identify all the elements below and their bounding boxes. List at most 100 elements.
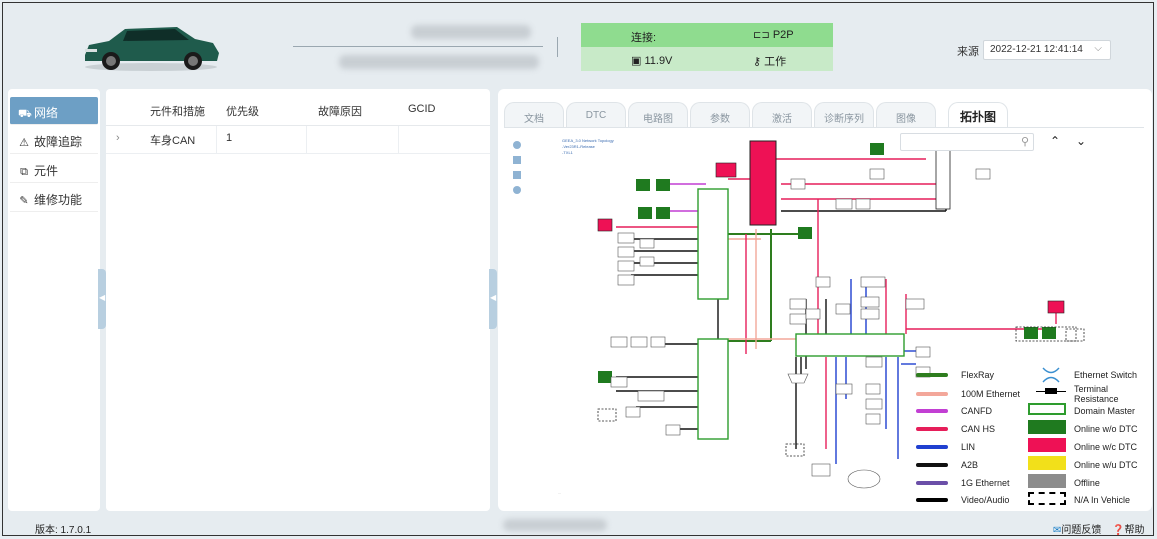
col-header-priority[interactable]: 优先级 — [226, 106, 259, 118]
legend-label: A2B — [961, 460, 979, 470]
p2p-indicator: ⊏⊐ P2P — [753, 29, 794, 41]
sidebar-item-network[interactable]: ⛟网络 — [10, 97, 98, 125]
legend-swatch-na-in-vehicle — [1028, 492, 1066, 505]
col-header-component[interactable]: 元件和措施 — [150, 106, 205, 118]
row-divider — [106, 153, 490, 154]
terminal-resistance-icon — [1045, 388, 1057, 394]
detail-panel: 文档 DTC 电路图 参数 激活 诊断序列 图像 拓扑图 GEEA_3.0 Ne… — [498, 89, 1152, 511]
help-link[interactable]: ❓帮助 — [1112, 525, 1145, 536]
tab-baseline — [504, 127, 1144, 128]
legend-label: Domain Master — [1074, 406, 1136, 416]
legend-swatch-domain-master — [1028, 403, 1066, 415]
vin-blurred — [411, 25, 531, 39]
sidebar: ⛟网络 ⚠故障追踪 ⧉元件 ✎维修功能 — [8, 89, 100, 511]
connection-label: 连接: — [631, 32, 657, 44]
ecu-online-no-dtc — [656, 179, 670, 191]
tab-parameters[interactable]: 参数 — [690, 102, 750, 128]
domain-master — [697, 188, 729, 300]
topology-title-1: GEEA_3.0 Network Topology — [562, 138, 614, 143]
fault-table-panel: 元件和措施 优先级 故障原因 GCID › 车身CAN 1 — [106, 89, 490, 511]
chevron-up-icon[interactable]: ⌃ — [1050, 134, 1061, 148]
tab-dtc[interactable]: DTC — [566, 102, 626, 128]
model-blurred — [339, 55, 539, 69]
col-divider — [306, 126, 307, 154]
legend-swatch-flexray — [916, 373, 948, 377]
feedback-icon: ✉ — [1053, 525, 1062, 536]
tab-circuit[interactable]: 电路图 — [628, 102, 688, 128]
header: 连接: ⊏⊐ P2P ▣ 11.9V ⚷ 工作 来源 2022-12-21 12… — [3, 3, 1155, 87]
legend-swatch-offline — [1028, 474, 1066, 488]
legend-swatch-online-no-dtc — [1028, 420, 1066, 434]
ecu-online-no-dtc — [798, 227, 812, 239]
ecu-online-with-dtc — [1047, 300, 1065, 314]
ecu-online-no-dtc — [1042, 327, 1056, 339]
ecu-online-with-dtc — [715, 162, 737, 178]
battery-icon: ▣ — [631, 55, 642, 67]
ethernet-switch-icon — [1042, 367, 1060, 383]
ecu-online-no-dtc — [636, 179, 650, 191]
col-divider — [398, 126, 399, 154]
ecu-online-no-dtc — [1024, 327, 1038, 339]
table-header-divider — [106, 125, 490, 126]
legend-swatch-online-unknown — [1028, 456, 1066, 470]
expand-row-icon[interactable]: › — [116, 132, 120, 144]
source-select[interactable]: 2022-12-21 12:41:14 ⌵ — [983, 40, 1111, 60]
legend-swatch-can-hs — [916, 427, 948, 431]
col-divider — [216, 126, 217, 154]
topology-title-3: -TXL1 — [562, 150, 574, 155]
sidebar-item-components[interactable]: ⧉元件 — [10, 155, 98, 183]
legend-label: CANFD — [961, 406, 992, 416]
vehicle-image — [85, 27, 219, 71]
ecu-node — [935, 148, 951, 210]
link-icon: ⊏⊐ — [753, 30, 770, 41]
legend-label: Online w/u DTC — [1074, 460, 1138, 470]
legend-label: 1G Ethernet — [961, 478, 1010, 488]
cloud-node — [847, 469, 881, 489]
warning-icon: ⚠ — [19, 137, 29, 149]
sidebar-item-fault-tracking[interactable]: ⚠故障追踪 — [10, 126, 98, 154]
legend-label: LIN — [961, 442, 976, 452]
tab-image[interactable]: 图像 — [876, 102, 936, 128]
diagram-search-input[interactable]: ⚲ — [900, 133, 1034, 151]
tab-topology[interactable]: 拓扑图 — [948, 102, 1008, 128]
search-icon: ⚲ — [1020, 136, 1029, 148]
legend-label: 100M Ethernet — [961, 389, 1021, 399]
component-icon: ⧉ — [20, 166, 28, 178]
work-state: ⚷ 工作 — [753, 56, 787, 68]
status-top-band — [581, 23, 833, 47]
ecu-online-no-dtc — [870, 143, 884, 155]
feedback-link[interactable]: ✉问题反馈 — [1053, 525, 1102, 536]
legend-label: Ethernet Switch — [1074, 370, 1138, 380]
connection-status-panel: 连接: ⊏⊐ P2P ▣ 11.9V ⚷ 工作 — [581, 23, 833, 71]
legend-label: Video/Audio — [961, 495, 1010, 505]
sidebar-item-repair-functions[interactable]: ✎维修功能 — [10, 184, 98, 212]
chevron-left-icon: ◀ — [99, 293, 106, 302]
tab-document[interactable]: 文档 — [504, 102, 564, 128]
topology-diagram[interactable]: GEEA_3.0 Network Topology -Ver23R1-Relea… — [506, 129, 1144, 507]
legend-label: N/A In Vehicle — [1074, 495, 1131, 505]
legend-swatch-lin — [916, 445, 948, 449]
ecu-online-no-dtc — [638, 207, 652, 219]
car-icon: ⛟ — [18, 108, 32, 120]
chevron-down-icon: ⌵ — [1094, 43, 1102, 54]
source-label: 来源 — [957, 46, 979, 58]
diagram-footnote: ··· — [558, 491, 561, 495]
key-icon: ⚷ — [753, 56, 762, 68]
col-header-cause[interactable]: 故障原因 — [318, 106, 362, 118]
help-icon: ❓ — [1112, 525, 1125, 536]
chevron-down-icon[interactable]: ⌄ — [1076, 134, 1087, 148]
cell-component: 车身CAN — [150, 135, 196, 147]
legend-swatch-a2b — [916, 463, 948, 467]
tab-activation[interactable]: 激活 — [752, 102, 812, 128]
header-separator — [557, 37, 558, 57]
voltage-indicator: ▣ 11.9V — [631, 55, 673, 67]
tab-diag-sequence[interactable]: 诊断序列 — [814, 102, 874, 128]
zoom-controls[interactable] — [513, 141, 521, 194]
legend-label: Terminal Resistance — [1074, 384, 1119, 404]
legend-swatch-online-dtc — [1028, 438, 1066, 452]
footer-blurred — [503, 519, 607, 531]
collapse-nav-handle[interactable]: ◀ — [98, 269, 106, 329]
col-header-gcid[interactable]: GCID — [408, 103, 436, 115]
collapse-table-handle[interactable]: ◀ — [489, 269, 497, 329]
